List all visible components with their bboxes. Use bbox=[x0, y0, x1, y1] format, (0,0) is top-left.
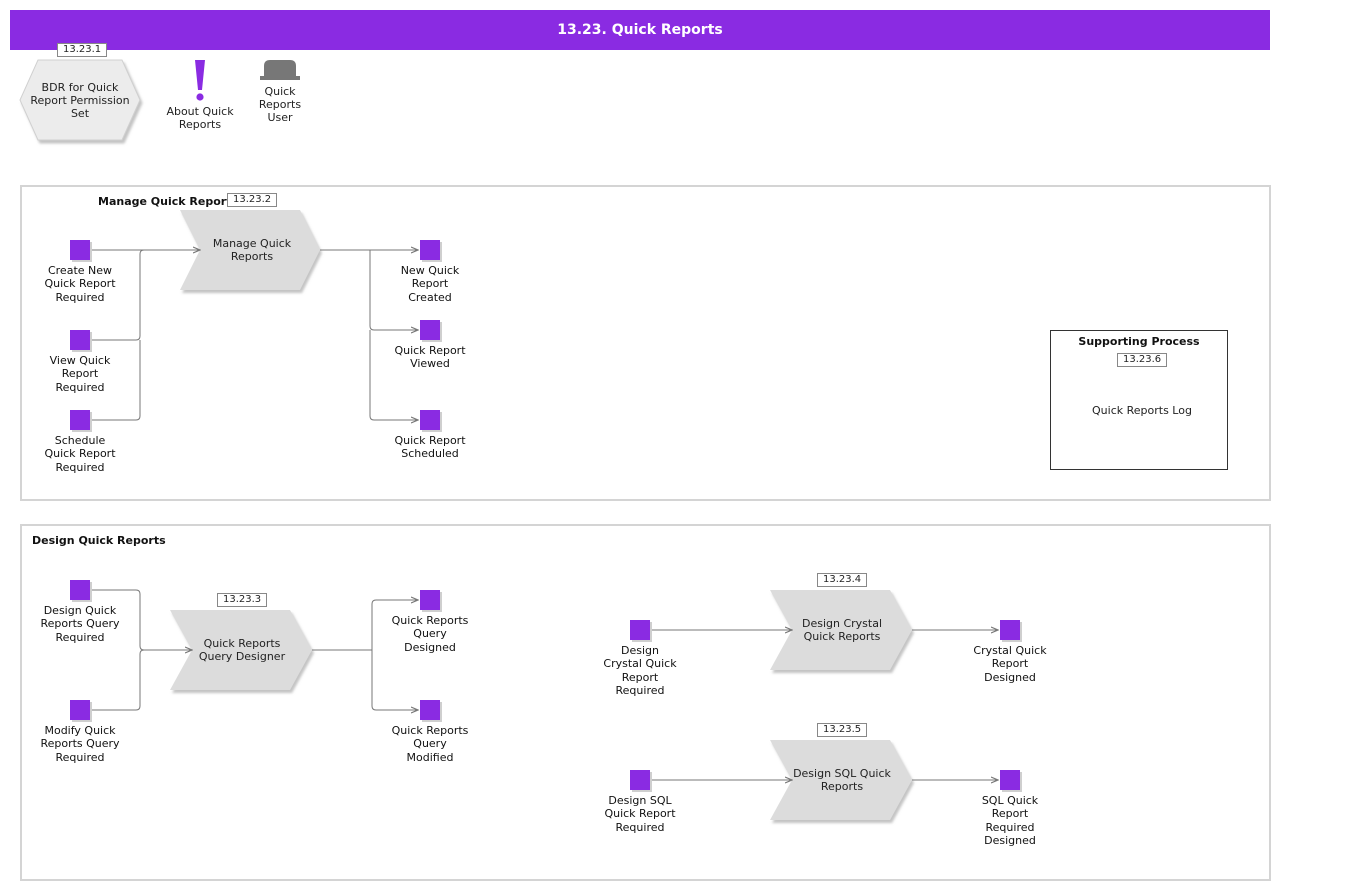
crystal-badge: 13.23.4 bbox=[817, 573, 867, 587]
sql-badge: 13.23.5 bbox=[817, 723, 867, 737]
schedule-event[interactable] bbox=[70, 410, 90, 430]
support-process-label: Quick Reports Log bbox=[1092, 390, 1192, 430]
bdr-label: BDR for Quick Report Permission Set bbox=[24, 70, 136, 130]
crystal-designed-label: Crystal Quick Report Designed bbox=[970, 644, 1050, 684]
design-query-label: Design Quick Reports Query Required bbox=[40, 604, 120, 644]
schedule-label: Schedule Quick Report Required bbox=[40, 434, 120, 474]
sql-designed-label: SQL Quick Report Required Designed bbox=[970, 794, 1050, 847]
scheduled-event[interactable] bbox=[420, 410, 440, 430]
qd-badge: 13.23.3 bbox=[217, 593, 267, 607]
manage-badge: 13.23.2 bbox=[227, 193, 277, 207]
sql-required-event[interactable] bbox=[630, 770, 650, 790]
create-new-label: Create New Quick Report Required bbox=[40, 264, 120, 304]
crystal-required-event[interactable] bbox=[630, 620, 650, 640]
viewed-event[interactable] bbox=[420, 320, 440, 340]
new-created-label: New Quick Report Created bbox=[390, 264, 470, 304]
qd-process-label: Quick Reports Query Designer bbox=[190, 630, 294, 670]
sql-process-label: Design SQL Quick Reports bbox=[790, 760, 894, 800]
crystal-designed-event[interactable] bbox=[1000, 620, 1020, 640]
about-label[interactable]: About Quick Reports bbox=[160, 105, 240, 131]
design-query-event[interactable] bbox=[70, 580, 90, 600]
sql-designed-event[interactable] bbox=[1000, 770, 1020, 790]
support-badge: 13.23.6 bbox=[1117, 353, 1167, 367]
design-panel-title: Design Quick Reports bbox=[32, 534, 166, 547]
sql-required-label: Design SQL Quick Report Required bbox=[600, 794, 680, 834]
query-designed-label: Quick Reports Query Designed bbox=[390, 614, 470, 654]
view-event[interactable] bbox=[70, 330, 90, 350]
view-label: View Quick Report Required bbox=[40, 354, 120, 394]
modify-query-label: Modify Quick Reports Query Required bbox=[40, 724, 120, 764]
manage-process-label: Manage Quick Reports bbox=[200, 230, 304, 270]
user-label[interactable]: Quick Reports User bbox=[250, 85, 310, 124]
crystal-required-label: Design Crystal Quick Report Required bbox=[600, 644, 680, 697]
viewed-label: Quick Report Viewed bbox=[390, 344, 470, 371]
crystal-process-label: Design Crystal Quick Reports bbox=[790, 610, 894, 650]
scheduled-label: Quick Report Scheduled bbox=[390, 434, 470, 461]
exclamation-icon bbox=[195, 60, 205, 101]
create-new-event[interactable] bbox=[70, 240, 90, 260]
query-modified-label: Quick Reports Query Modified bbox=[390, 724, 470, 764]
support-title: Supporting Process bbox=[1050, 335, 1228, 348]
user-hat-icon bbox=[260, 60, 300, 80]
bdr-badge: 13.23.1 bbox=[57, 43, 107, 57]
query-designed-event[interactable] bbox=[420, 590, 440, 610]
modify-query-event[interactable] bbox=[70, 700, 90, 720]
query-modified-event[interactable] bbox=[420, 700, 440, 720]
manage-panel-title: Manage Quick Reports bbox=[98, 195, 238, 208]
new-created-event[interactable] bbox=[420, 240, 440, 260]
